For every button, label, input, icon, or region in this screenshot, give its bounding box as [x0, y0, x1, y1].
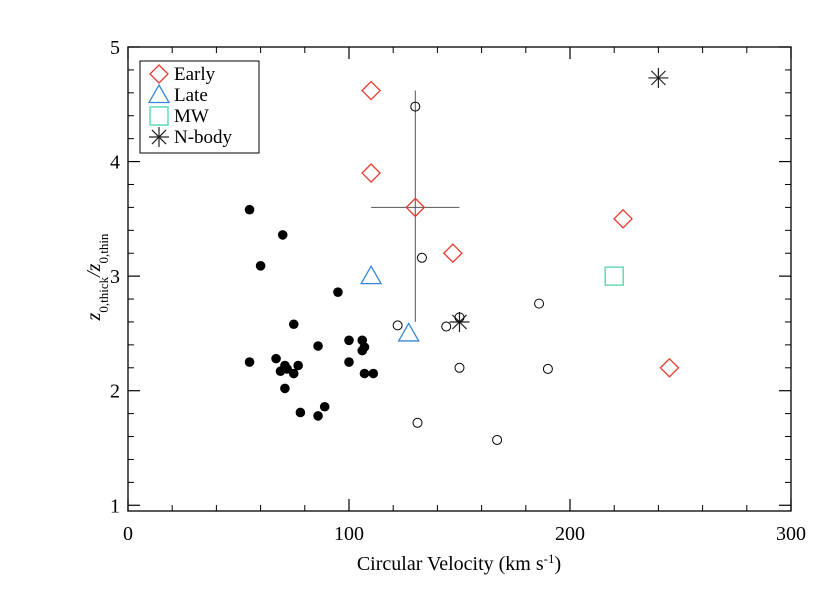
legend-late-symbol	[147, 83, 171, 104]
open-circle-point	[454, 362, 465, 373]
open-circle-point	[392, 320, 403, 331]
filled-circle-point	[368, 368, 379, 379]
x-tick-label: 200	[555, 523, 585, 545]
filled-circle-point	[359, 368, 370, 379]
legend-label: N-body	[174, 127, 233, 148]
plot-frame	[127, 46, 792, 512]
filled-circle-point	[244, 204, 255, 215]
x-axis-title: Circular Velocity (km s-1)	[357, 551, 561, 576]
filled-circle-point	[280, 383, 290, 394]
filled-circle-point	[359, 342, 370, 352]
y-tick-label: 3	[110, 266, 120, 288]
y-tick-label: 1	[110, 495, 120, 517]
legend-n-body-symbol	[149, 127, 169, 147]
early-point	[361, 80, 382, 101]
late-point	[397, 322, 420, 342]
y-tick-label: 4	[110, 152, 120, 174]
open-circle-point	[454, 312, 465, 323]
y-tick-label: 5	[110, 37, 120, 59]
open-circle-point	[534, 298, 545, 309]
legend-label: MW	[174, 106, 209, 127]
filled-circle-point	[333, 287, 343, 297]
filled-circle-point	[271, 353, 281, 364]
filled-circle-point	[313, 411, 323, 421]
plot-area	[244, 67, 680, 445]
open-circle-point	[412, 417, 423, 428]
n-body-point	[648, 67, 669, 88]
y-axis-title: z0,thick/z0,thin	[83, 233, 111, 321]
early-point	[442, 243, 463, 264]
filled-circle-point	[255, 261, 266, 271]
filled-circle-point	[319, 401, 330, 412]
early-point	[361, 163, 382, 183]
open-circle-point	[492, 434, 503, 445]
early-point	[613, 208, 633, 229]
filled-circle-point	[313, 341, 323, 351]
filled-circle-point	[295, 407, 306, 418]
open-circle-point	[542, 363, 553, 374]
legend-mw-symbol	[149, 106, 169, 126]
x-tick-label: 0	[123, 523, 133, 545]
open-circle-point	[416, 252, 427, 263]
axes: 0 100 200 300 1 2 3 4 5	[110, 37, 806, 545]
open-circle-point	[441, 321, 452, 332]
filled-circle-point	[277, 230, 288, 240]
filled-circle-point	[344, 357, 354, 367]
filled-circle-point	[344, 335, 354, 346]
filled-circle-point	[244, 357, 255, 367]
open-circle-point	[410, 101, 421, 112]
filled-circle-point	[288, 319, 299, 330]
mw-point	[604, 266, 624, 286]
x-tick-label: 100	[334, 523, 364, 545]
late-point	[359, 264, 383, 285]
x-tick-label: 300	[776, 523, 806, 545]
y-tick-label: 2	[110, 381, 120, 403]
early-point	[405, 197, 426, 218]
legend-early-symbol	[149, 64, 169, 84]
legend-label: Early	[174, 64, 216, 85]
filled-circle-point	[288, 368, 299, 379]
filled-circle-point	[293, 360, 303, 371]
early-point	[659, 357, 680, 378]
legend-label: Late	[174, 85, 208, 106]
